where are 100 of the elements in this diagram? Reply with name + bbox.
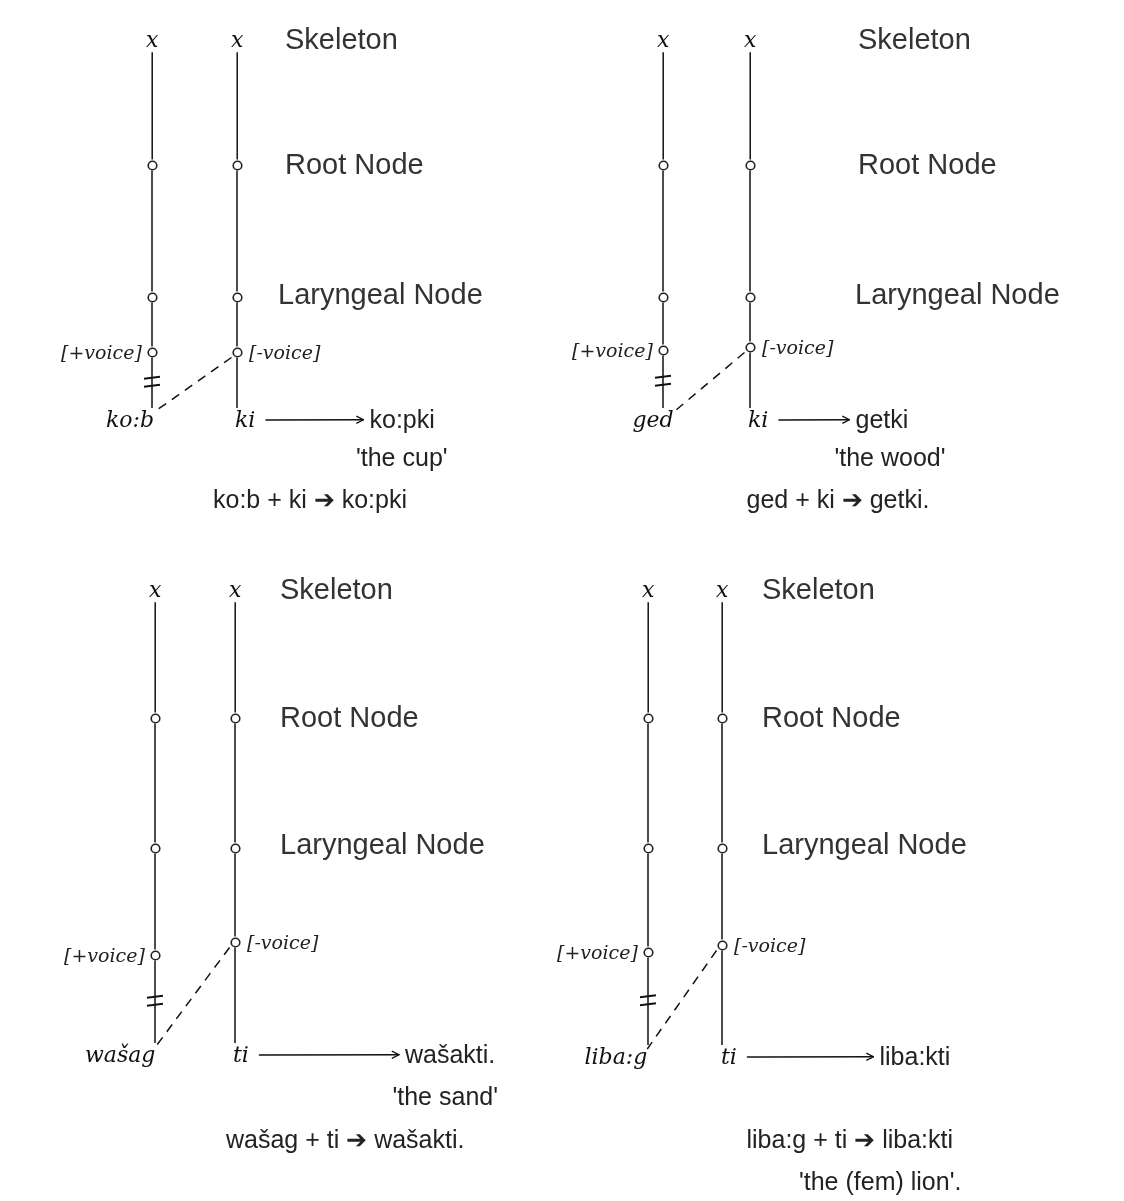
morpheme: ki xyxy=(748,408,769,433)
skeleton-slot: x xyxy=(149,578,162,603)
association-line xyxy=(151,301,153,348)
morpheme: liba:g xyxy=(584,1045,648,1070)
association-line xyxy=(154,601,156,714)
association-line xyxy=(749,351,751,409)
arrow xyxy=(777,415,851,424)
association-line xyxy=(234,946,236,1044)
skeleton-slot: x xyxy=(642,578,655,603)
association-line xyxy=(234,852,236,938)
association-line xyxy=(236,356,238,409)
gloss: 'the sand' xyxy=(392,1083,498,1111)
feature-label: [-voice] xyxy=(734,934,806,956)
result-word: ko:pki xyxy=(369,406,435,434)
node-circle xyxy=(744,159,756,171)
tier-label: Skeleton xyxy=(285,24,398,56)
arrow xyxy=(746,1052,875,1061)
node-circle xyxy=(146,291,158,303)
node-circle xyxy=(657,159,669,171)
association-line xyxy=(151,51,153,161)
association-line xyxy=(236,51,238,161)
gloss: 'the (fem) lion'. xyxy=(799,1168,962,1196)
tier-label: Skeleton xyxy=(762,574,875,606)
skeleton-slot: x xyxy=(716,578,729,603)
association-line xyxy=(749,301,751,343)
association-line xyxy=(154,722,156,844)
derivation: ko:b + ki ➔ ko:pki xyxy=(213,486,407,514)
association-line xyxy=(151,356,153,409)
association-line xyxy=(236,169,238,293)
spreading-line xyxy=(154,946,231,1048)
feature-label: [-voice] xyxy=(249,341,321,363)
node-circle xyxy=(657,291,669,303)
morpheme: ged xyxy=(632,408,674,433)
association-line xyxy=(749,169,751,293)
association-line xyxy=(662,301,664,346)
node-circle xyxy=(642,842,654,854)
tier-label: Laryngeal Node xyxy=(280,829,485,861)
association-line xyxy=(647,852,649,948)
result-word: getki xyxy=(855,406,909,434)
association-line xyxy=(662,354,664,409)
association-line xyxy=(647,956,649,1046)
node-circle xyxy=(657,344,669,356)
node-circle xyxy=(229,842,241,854)
association-line xyxy=(721,722,723,844)
association-line xyxy=(749,51,751,161)
node-circle xyxy=(231,159,243,171)
gloss: 'the cup' xyxy=(356,444,448,472)
derivation: ged + ki ➔ getki. xyxy=(746,486,930,514)
derivation: liba:g + ti ➔ liba:kti xyxy=(746,1126,953,1154)
node-circle xyxy=(149,949,161,961)
result-word: wašakti. xyxy=(405,1041,496,1069)
tier-label: Laryngeal Node xyxy=(762,829,967,861)
skeleton-slot: x xyxy=(146,28,159,53)
node-circle xyxy=(642,712,654,724)
feature-label: [+voice] xyxy=(557,941,638,963)
tier-label: Root Node xyxy=(858,149,997,181)
association-line xyxy=(721,949,723,1046)
node-circle xyxy=(231,291,243,303)
result-word: liba:kti xyxy=(879,1043,951,1071)
association-line xyxy=(154,959,156,1044)
association-line xyxy=(236,301,238,348)
association-line xyxy=(647,601,649,714)
association-line xyxy=(234,601,236,714)
feature-label: [-voice] xyxy=(762,336,834,358)
node-circle xyxy=(744,291,756,303)
derivation: wašag + ti ➔ wašakti. xyxy=(226,1126,465,1154)
morpheme: wašag xyxy=(85,1043,156,1068)
association-line xyxy=(662,169,664,293)
node-circle xyxy=(716,842,728,854)
node-circle xyxy=(229,712,241,724)
node-circle xyxy=(149,842,161,854)
node-circle xyxy=(642,946,654,958)
feature-label: [-voice] xyxy=(247,931,319,953)
tier-label: Skeleton xyxy=(280,574,393,606)
arrow xyxy=(264,415,365,424)
skeleton-slot: x xyxy=(229,578,242,603)
spreading-line xyxy=(646,949,718,1050)
tier-label: Skeleton xyxy=(858,24,971,56)
node-circle xyxy=(149,712,161,724)
tier-label: Root Node xyxy=(285,149,424,181)
association-line xyxy=(234,722,236,844)
node-circle xyxy=(231,346,243,358)
morpheme: ti xyxy=(721,1045,737,1070)
tier-label: Laryngeal Node xyxy=(278,279,483,311)
feature-label: [+voice] xyxy=(61,341,142,363)
morpheme: ti xyxy=(233,1043,249,1068)
gloss: 'the wood' xyxy=(834,444,946,472)
morpheme: ko:b xyxy=(106,408,155,433)
skeleton-slot: x xyxy=(657,28,670,53)
association-line xyxy=(721,601,723,714)
skeleton-slot: x xyxy=(231,28,244,53)
arrow xyxy=(258,1050,400,1059)
feature-label: [+voice] xyxy=(572,339,653,361)
node-circle xyxy=(716,712,728,724)
association-line xyxy=(151,169,153,293)
node-circle xyxy=(146,346,158,358)
association-line xyxy=(154,852,156,951)
node-circle xyxy=(146,159,158,171)
node-circle xyxy=(229,936,241,948)
feature-label: [+voice] xyxy=(64,944,145,966)
